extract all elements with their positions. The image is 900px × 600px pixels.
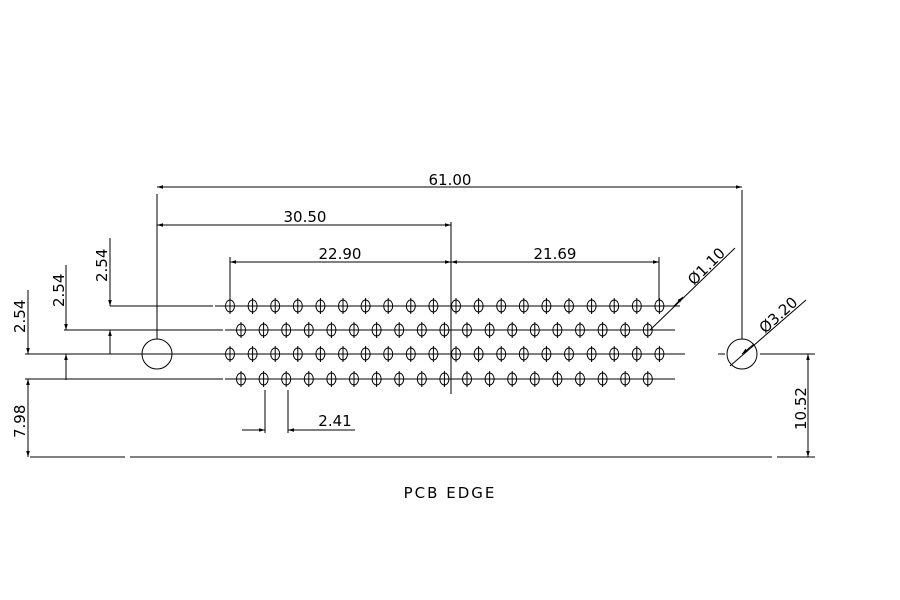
pin bbox=[518, 298, 529, 314]
pin bbox=[529, 371, 540, 387]
pin bbox=[225, 346, 235, 362]
pin bbox=[575, 371, 585, 387]
pin bbox=[654, 346, 665, 362]
pin bbox=[541, 298, 552, 314]
pin bbox=[507, 322, 518, 338]
pin bbox=[405, 298, 416, 314]
pin bbox=[236, 371, 246, 387]
dim-21-69 bbox=[451, 257, 660, 300]
pin bbox=[428, 298, 439, 314]
pin bbox=[394, 371, 405, 387]
dim-10-52-label: 10.52 bbox=[792, 387, 810, 430]
pin bbox=[247, 298, 258, 314]
dim-2-41-label: 2.41 bbox=[318, 412, 351, 430]
pin bbox=[383, 298, 394, 314]
dim-2-54-b-label: 2.54 bbox=[50, 274, 68, 307]
mount-hole-right bbox=[718, 190, 815, 370]
pin bbox=[620, 371, 631, 387]
pin bbox=[473, 298, 484, 314]
pin bbox=[405, 346, 416, 362]
pin bbox=[360, 298, 371, 314]
pin bbox=[575, 322, 585, 338]
pin bbox=[586, 346, 597, 362]
pin bbox=[564, 346, 574, 362]
pin bbox=[552, 371, 563, 387]
pin bbox=[236, 322, 246, 338]
pin-array bbox=[225, 298, 665, 387]
dim-2-54-a-label: 2.54 bbox=[93, 249, 111, 282]
leader-hole-dia bbox=[729, 299, 807, 367]
pin bbox=[462, 371, 472, 387]
pin bbox=[394, 322, 405, 338]
pin-dia-label: Ø1.10 bbox=[684, 244, 729, 289]
pin bbox=[338, 298, 348, 314]
pin bbox=[292, 346, 303, 362]
pin bbox=[496, 346, 507, 362]
pin bbox=[303, 371, 314, 387]
pin bbox=[371, 371, 382, 387]
pin bbox=[270, 346, 281, 362]
hole-dia-label: Ø3.20 bbox=[756, 293, 802, 337]
pin bbox=[586, 298, 597, 314]
pin bbox=[609, 298, 620, 314]
pin bbox=[349, 322, 359, 338]
pin bbox=[473, 346, 484, 362]
pin bbox=[642, 371, 653, 387]
pin bbox=[360, 346, 371, 362]
pin bbox=[631, 346, 642, 362]
pin bbox=[428, 346, 439, 362]
pin bbox=[292, 298, 303, 314]
pin bbox=[315, 346, 326, 362]
pin bbox=[439, 322, 450, 338]
pin bbox=[462, 322, 472, 338]
pin bbox=[451, 346, 461, 362]
pin bbox=[439, 371, 450, 387]
pin bbox=[597, 322, 608, 338]
row-centerlines bbox=[25, 305, 685, 380]
pin bbox=[451, 298, 461, 314]
pin bbox=[270, 298, 281, 314]
pin bbox=[541, 346, 552, 362]
pin bbox=[416, 322, 427, 338]
pin bbox=[620, 322, 631, 338]
dim-21-69-label: 21.69 bbox=[534, 245, 577, 263]
pin bbox=[371, 322, 382, 338]
pin bbox=[326, 322, 337, 338]
pin bbox=[349, 371, 359, 387]
pin bbox=[326, 371, 337, 387]
dim-2-54-c-label: 2.54 bbox=[11, 300, 29, 333]
pin bbox=[564, 298, 574, 314]
pin bbox=[258, 322, 269, 338]
pin bbox=[631, 298, 642, 314]
pin bbox=[642, 322, 653, 338]
pin bbox=[507, 371, 518, 387]
pin bbox=[315, 298, 326, 314]
dim-61-label: 61.00 bbox=[429, 171, 472, 189]
pin bbox=[552, 322, 563, 338]
pin bbox=[484, 371, 495, 387]
pin bbox=[258, 371, 269, 387]
dim-2-41 bbox=[242, 390, 355, 433]
pin bbox=[281, 371, 292, 387]
pin bbox=[303, 322, 314, 338]
pin bbox=[416, 371, 427, 387]
dim-30-50-label: 30.50 bbox=[284, 208, 327, 226]
pin bbox=[247, 346, 258, 362]
pcb-edge-label: PCB EDGE bbox=[404, 484, 497, 502]
pin bbox=[484, 322, 495, 338]
dim-22-90 bbox=[229, 257, 451, 300]
pin bbox=[597, 371, 608, 387]
pin bbox=[496, 298, 507, 314]
pin bbox=[281, 322, 292, 338]
dim-22-90-label: 22.90 bbox=[319, 245, 362, 263]
mount-hole-left bbox=[141, 194, 173, 370]
pin bbox=[383, 346, 394, 362]
pin bbox=[518, 346, 529, 362]
pin bbox=[529, 322, 540, 338]
leader-pin-dia bbox=[649, 247, 736, 331]
pin bbox=[609, 346, 620, 362]
pin bbox=[338, 346, 348, 362]
dim-7-98-label: 7.98 bbox=[11, 405, 29, 438]
